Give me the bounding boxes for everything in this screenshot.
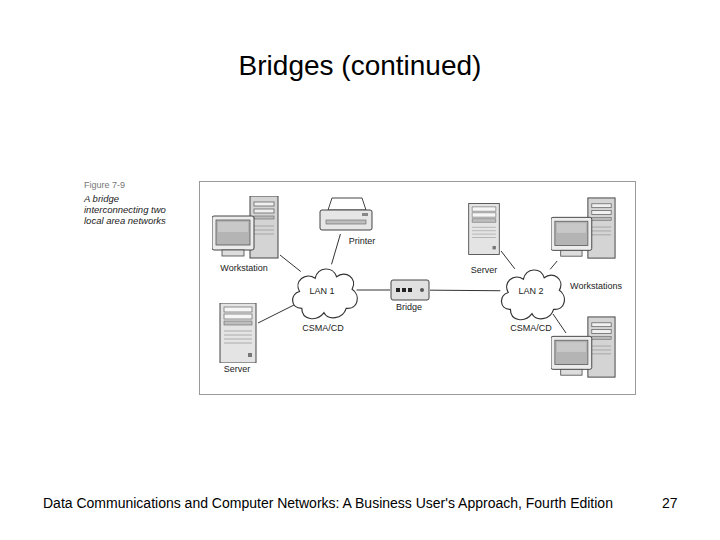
server-node: Server: [467, 196, 501, 262]
page-number: 27: [662, 495, 678, 511]
device-label: Workstations: [570, 281, 622, 291]
bridge-icon: [390, 279, 430, 301]
cloud-shape: [501, 270, 564, 320]
server-icon: [467, 196, 501, 262]
network-link: [430, 290, 500, 292]
slide-title: Bridges (continued): [0, 50, 720, 82]
network-link: [550, 261, 557, 269]
ws-shape: [212, 196, 278, 258]
ws-shape: [551, 198, 615, 258]
network-link: [332, 234, 341, 264]
server-shape: [469, 204, 500, 255]
device-label: Printer: [349, 236, 376, 246]
network-link: [357, 290, 390, 291]
lan-cloud: LAN 1CSMA/CD: [287, 257, 361, 323]
ws-icon: [212, 196, 280, 260]
network-wire: [553, 314, 566, 333]
server-node: Server: [218, 303, 258, 363]
protocol-label: CSMA/CD: [510, 323, 552, 333]
device-label: Server: [224, 364, 251, 374]
device-label: Workstation: [220, 263, 267, 273]
workstation-icon: [551, 317, 615, 377]
figure-frame: [200, 182, 636, 395]
device-label: Bridge: [396, 302, 422, 312]
network-link: [280, 255, 301, 271]
network-link: [501, 251, 515, 269]
network-link: [258, 304, 296, 323]
footer-text: Data Communications and Computer Network…: [43, 495, 613, 511]
printer-node: Printer: [318, 196, 374, 234]
bridge-node: Bridge: [390, 279, 430, 301]
bridge-shape: [391, 280, 429, 300]
printer-shape: [320, 198, 372, 230]
workstation-node: Workstation: [212, 196, 280, 260]
figure-caption: A bridge interconnecting two local area …: [84, 193, 176, 226]
cloud-shape: [293, 269, 358, 319]
server-icon: [218, 303, 258, 363]
figure-number: Figure 7-9: [84, 180, 125, 190]
lan-cloud: LAN 2CSMA/CD: [496, 258, 568, 324]
protocol-label: CSMA/CD: [302, 323, 344, 333]
printer-icon: [318, 196, 374, 234]
network-label: LAN 1: [309, 286, 334, 296]
server-shape: [220, 303, 256, 363]
workstation-node: Workstations: [551, 197, 617, 261]
device-label: Server: [471, 265, 498, 275]
ws-icon: [551, 197, 617, 261]
network-label: LAN 2: [518, 286, 543, 296]
